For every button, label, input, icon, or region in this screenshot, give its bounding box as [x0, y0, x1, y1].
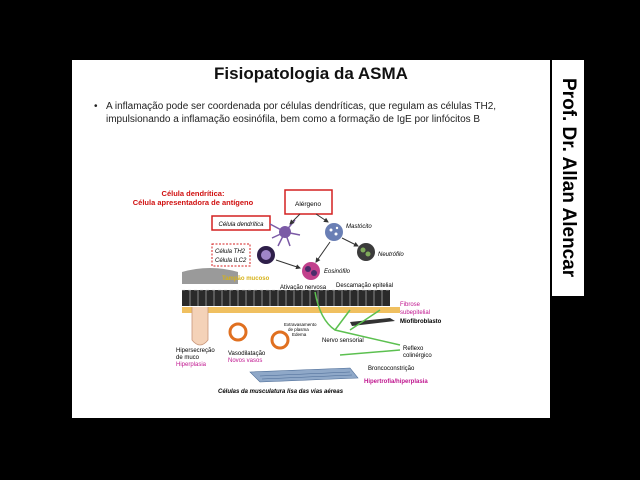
bullet-marker: •	[94, 101, 98, 112]
slide-title: Fisiopatologia da ASMA	[214, 64, 408, 83]
th2-label: Célula TH2	[215, 249, 246, 255]
bullet-text: A inflamação pode ser coordenada por cél…	[106, 101, 497, 125]
epithelium-layer	[182, 289, 390, 306]
sensory-nerve	[314, 291, 401, 346]
mucus-hypersecretion-label-2: de muco	[176, 355, 200, 361]
mast-cell-label: Mastócito	[346, 224, 372, 230]
author-name: Prof. Dr. Allan Alencar	[558, 78, 579, 278]
eosinophil-icon	[302, 262, 320, 280]
arrow-th2-eos	[275, 259, 301, 270]
extravasation-label-3: Edema	[292, 332, 307, 337]
fibrosis-label-2: subepitelial	[400, 310, 430, 316]
myofibroblast-label: Miofibroblasto	[400, 319, 442, 325]
new-vessels-label: Novos vasos	[228, 358, 262, 364]
smooth-muscle-layer	[249, 367, 359, 383]
th2-cell-icon	[257, 246, 275, 264]
cholinergic-reflex-label-2: colinérgico	[403, 353, 432, 359]
extravasation-label-2: de plasma	[288, 327, 309, 332]
neutrophil-label: Neutrófilo	[378, 252, 404, 258]
vessel-1	[228, 322, 248, 342]
fibrosis-label-1: Fibrose	[400, 302, 421, 308]
cholinergic-reflex-line	[339, 349, 401, 356]
extravasation-label-1: Extravasamento	[284, 322, 317, 327]
arrow-mast-eos	[315, 241, 331, 263]
dc-heading-1: Célula dendrítica:	[162, 189, 225, 198]
arrow-mast-neut	[341, 237, 359, 247]
cholinergic-reflex-label-1: Reflexo	[403, 346, 424, 352]
dendritic-cell-box	[211, 215, 271, 231]
arrow-allergen-mast	[315, 213, 329, 223]
vasodilation-label: Vasodilatação	[228, 351, 266, 357]
bullet-item: • A inflamação pode ser coordenada por c…	[94, 100, 536, 126]
th2-ilc2-box	[211, 243, 251, 267]
mast-cell-icon	[325, 223, 343, 241]
nerve-activation-label: Ativação nervosa	[280, 285, 327, 291]
hyperplasia-label: Hiperplasia	[176, 362, 207, 368]
arrow-allergen-dc	[289, 213, 301, 225]
eosinophil-label: Eosinófilo	[324, 269, 351, 275]
smooth-muscle-label: Células da musculatura lisa das vias aér…	[218, 389, 344, 395]
mucus-plug-label: Tampão mucoso	[222, 276, 270, 282]
epithelial-desquamation-label: Descamação epitelial	[336, 283, 393, 289]
sensory-nerve-label: Nervo sensorial	[322, 338, 364, 344]
mucus-plug	[182, 268, 238, 284]
allergen-label: Alérgeno	[295, 201, 321, 208]
ilc2-label: Célula ILC2	[215, 258, 247, 264]
dendritic-cell-label: Célula dendrítica	[218, 222, 264, 228]
basement-membrane	[182, 307, 400, 313]
submucosal-gland	[191, 307, 209, 346]
hypertrophy-label: Hipertrofia/hiperplasia	[364, 379, 428, 385]
dc-heading-2: Célula apresentadora de antígeno	[133, 198, 254, 207]
bronchoconstriction-label: Broncoconstrição	[368, 366, 415, 372]
neutrophil-icon	[357, 243, 375, 261]
myofibroblast-shape	[350, 318, 395, 326]
slide: Fisiopatologia da ASMA • A inflamação po…	[72, 60, 550, 418]
allergen-box	[284, 189, 333, 215]
dendritic-cell-icon	[269, 219, 301, 247]
author-sidebar: Prof. Dr. Allan Alencar	[552, 60, 584, 296]
asthma-pathophysiology-diagram: Célula dendrítica: Célula apresentadora …	[133, 189, 442, 395]
mucus-hypersecretion-label-1: Hipersecreção	[176, 348, 215, 354]
vessel-2	[270, 330, 290, 350]
